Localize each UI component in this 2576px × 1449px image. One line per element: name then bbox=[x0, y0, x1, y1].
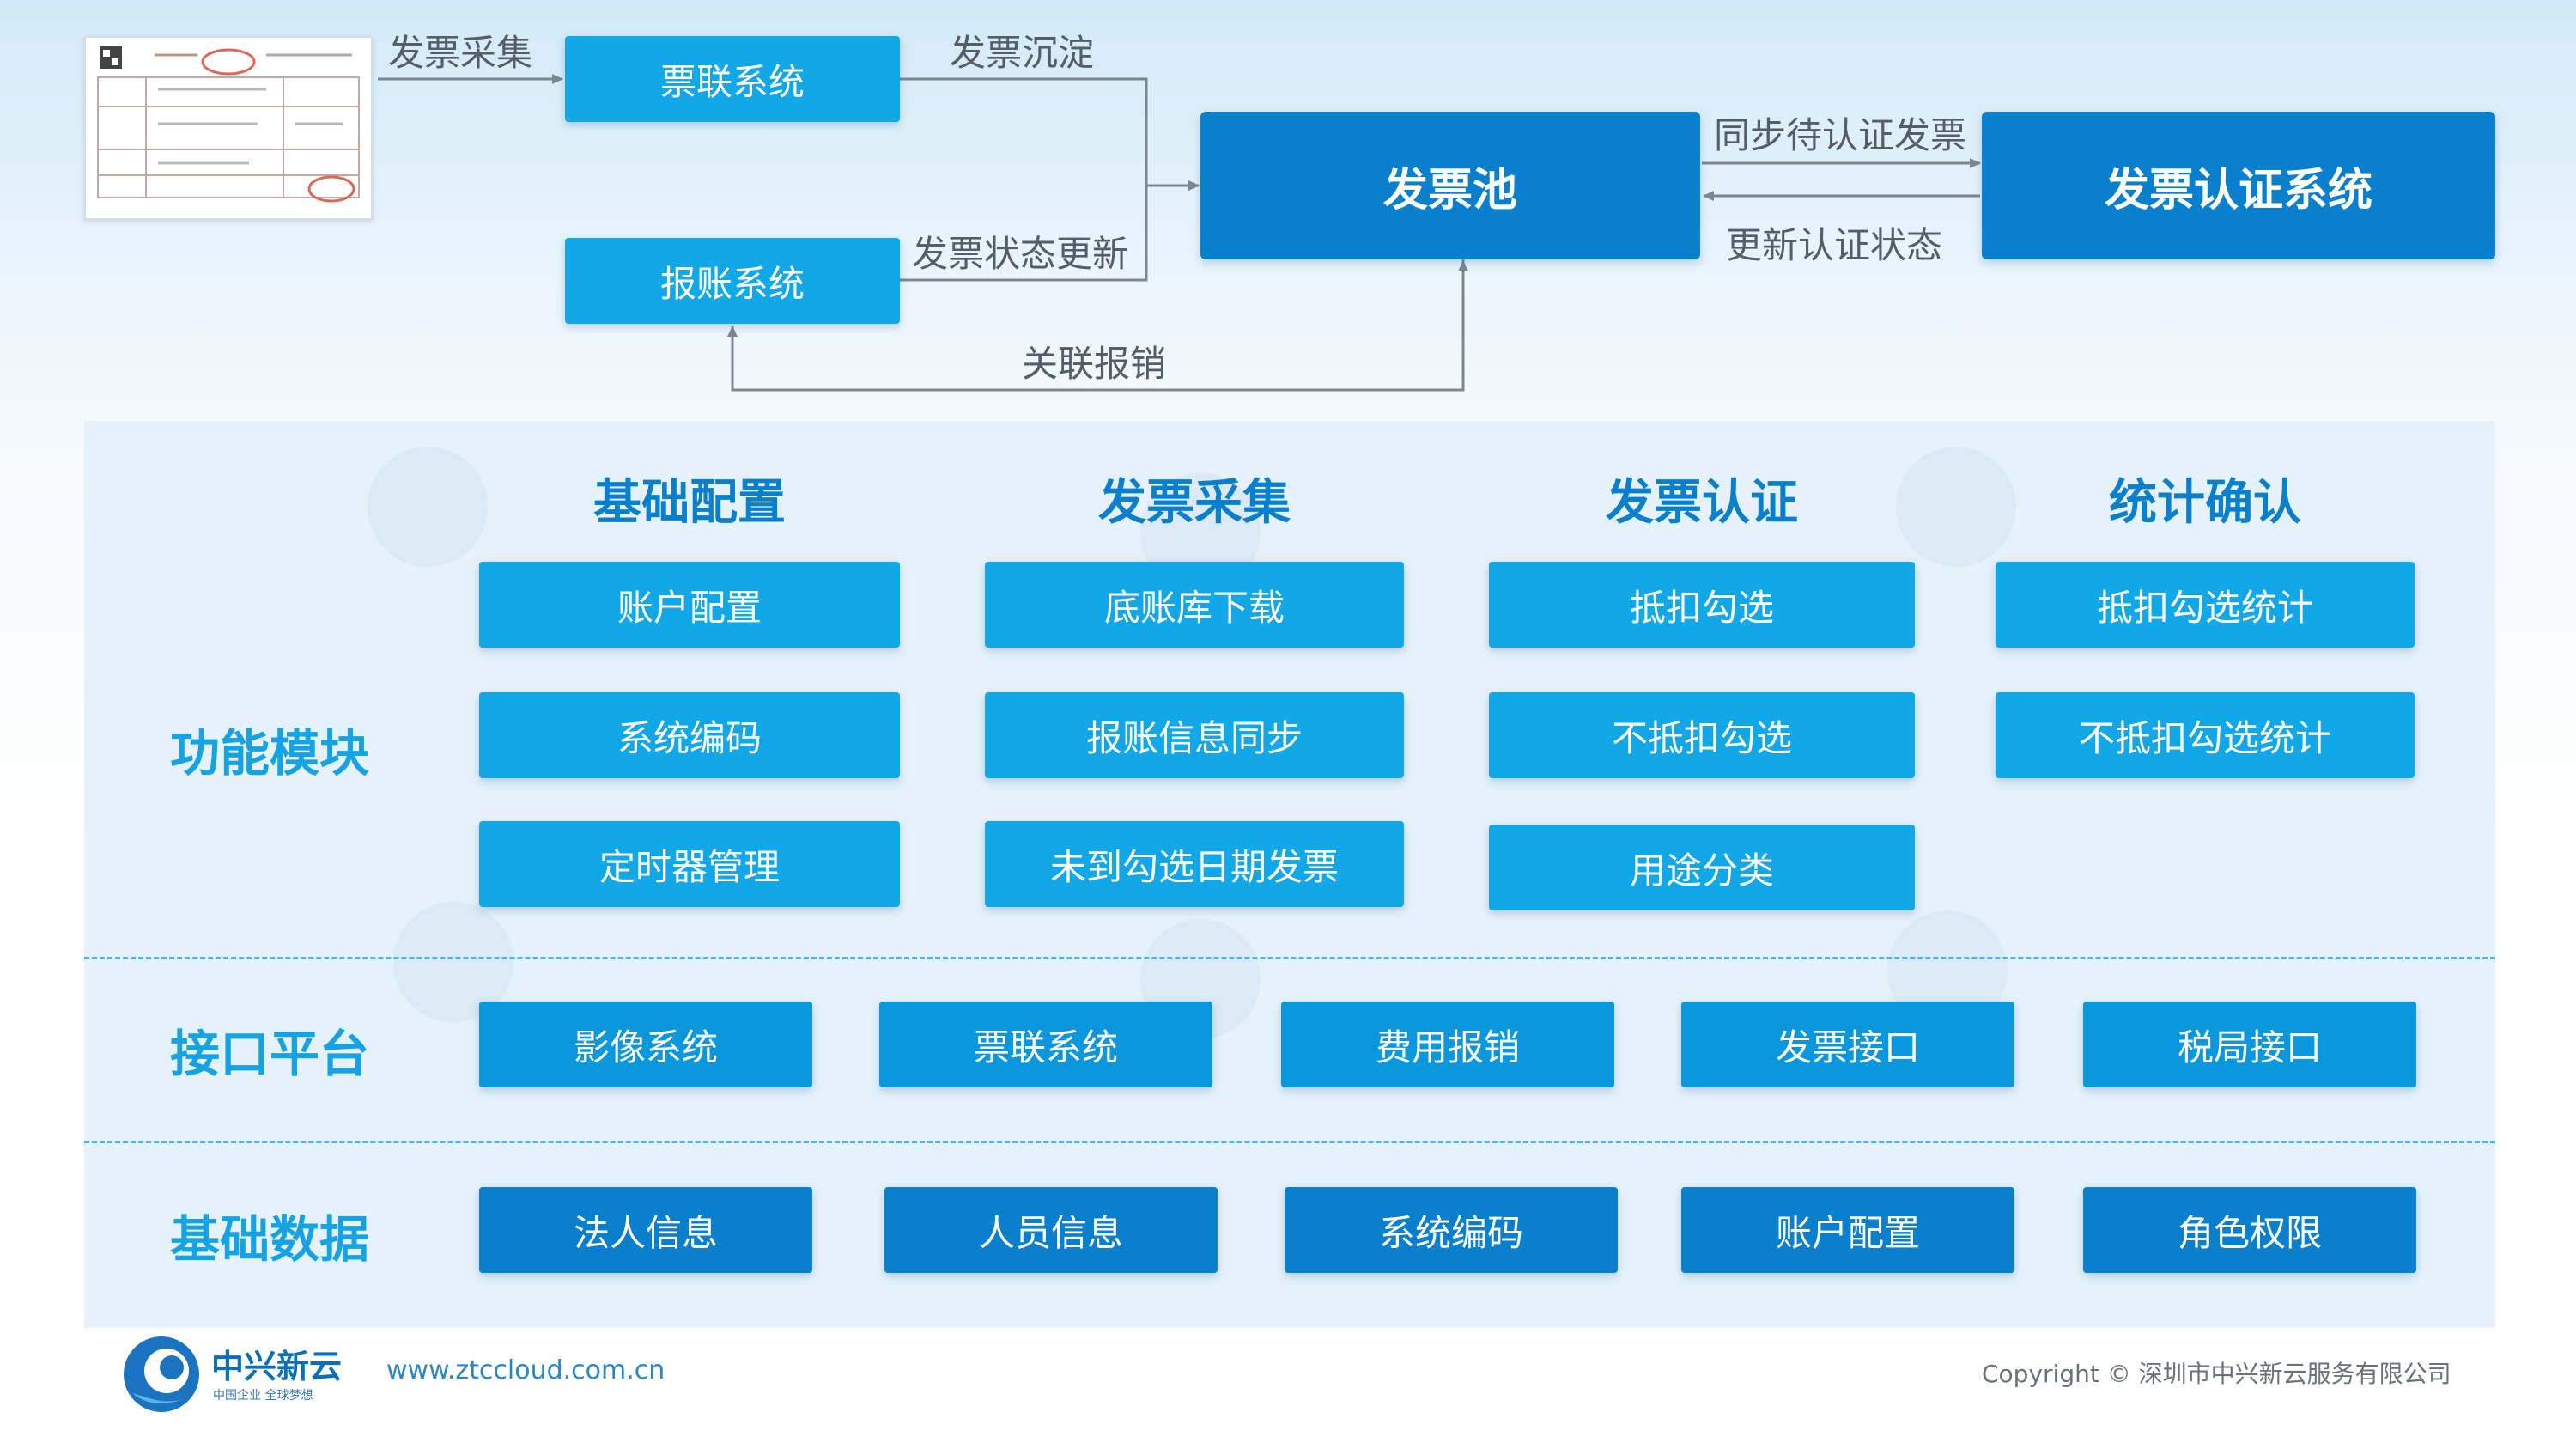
label-collect: 发票采集 bbox=[388, 32, 533, 74]
baozhang-system-box[interactable]: 报账系统 bbox=[565, 238, 900, 324]
module-item[interactable]: 底账库下载 bbox=[985, 562, 1404, 648]
divider-1 bbox=[84, 957, 2495, 959]
interface-item[interactable]: 影像系统 bbox=[479, 1002, 812, 1087]
website-link[interactable]: www.ztccloud.com.cn bbox=[386, 1355, 665, 1385]
module-item[interactable]: 不抵扣勾选统计 bbox=[1996, 692, 2415, 778]
arrow-deposit bbox=[900, 77, 1200, 191]
row-title-interface-platform: 接口平台 bbox=[170, 1025, 370, 1083]
basic-data-item[interactable]: 账户配置 bbox=[1681, 1187, 2014, 1273]
basic-data-item[interactable]: 人员信息 bbox=[884, 1187, 1218, 1273]
interface-item[interactable]: 税局接口 bbox=[2083, 1002, 2416, 1087]
invoice-pool-box[interactable]: 发票池 bbox=[1200, 112, 1700, 259]
copyright-text: Copyright © 深圳市中兴新云服务有限公司 bbox=[1982, 1360, 2451, 1388]
invoice-image bbox=[84, 36, 373, 220]
module-item[interactable]: 抵扣勾选统计 bbox=[1996, 562, 2415, 648]
invoice-drawing bbox=[97, 46, 360, 203]
basic-data-item[interactable]: 角色权限 bbox=[2083, 1187, 2416, 1273]
basic-data-item[interactable]: 法人信息 bbox=[479, 1187, 812, 1273]
interface-item[interactable]: 费用报销 bbox=[1281, 1002, 1614, 1087]
label-status-update: 发票状态更新 bbox=[912, 233, 1129, 275]
module-item[interactable]: 报账信息同步 bbox=[985, 692, 1404, 778]
interface-item[interactable]: 票联系统 bbox=[879, 1002, 1212, 1087]
logo-name: 中兴新云 bbox=[211, 1348, 343, 1385]
piaolian-system-box[interactable]: 票联系统 bbox=[565, 36, 900, 122]
module-item[interactable]: 定时器管理 bbox=[479, 821, 900, 907]
module-item[interactable]: 系统编码 bbox=[479, 692, 900, 778]
module-item[interactable]: 抵扣勾选 bbox=[1489, 562, 1915, 648]
col-title-invoice-collect: 发票采集 bbox=[1098, 475, 1291, 531]
label-update-auth: 更新认证状态 bbox=[1726, 224, 1943, 266]
flow-connectors bbox=[378, 74, 1981, 392]
col-title-basic-config: 基础配置 bbox=[593, 475, 786, 531]
logo-slogan: 中国企业 全球梦想 bbox=[213, 1389, 313, 1403]
row-title-basic-data: 基础数据 bbox=[170, 1210, 370, 1269]
label-deposit: 发票沉淀 bbox=[950, 32, 1095, 74]
logo-icon bbox=[124, 1336, 199, 1412]
module-item[interactable]: 不抵扣勾选 bbox=[1489, 692, 1915, 778]
label-link-reimburse: 关联报销 bbox=[1022, 343, 1167, 385]
col-title-invoice-auth: 发票认证 bbox=[1606, 475, 1798, 531]
interface-item[interactable]: 发票接口 bbox=[1681, 1002, 2014, 1087]
divider-2 bbox=[84, 1141, 2495, 1143]
col-title-stat-confirm: 统计确认 bbox=[2109, 475, 2301, 531]
module-item[interactable]: 用途分类 bbox=[1489, 825, 1915, 910]
invoice-auth-system-box[interactable]: 发票认证系统 bbox=[1982, 112, 2495, 259]
module-item[interactable]: 账户配置 bbox=[479, 562, 900, 648]
module-item[interactable]: 未到勾选日期发票 bbox=[985, 821, 1404, 907]
basic-data-item[interactable]: 系统编码 bbox=[1285, 1187, 1618, 1273]
arrow-status-update bbox=[900, 186, 1148, 282]
label-sync-pending: 同步待认证发票 bbox=[1714, 114, 1967, 156]
row-title-function-modules: 功能模块 bbox=[170, 724, 370, 782]
